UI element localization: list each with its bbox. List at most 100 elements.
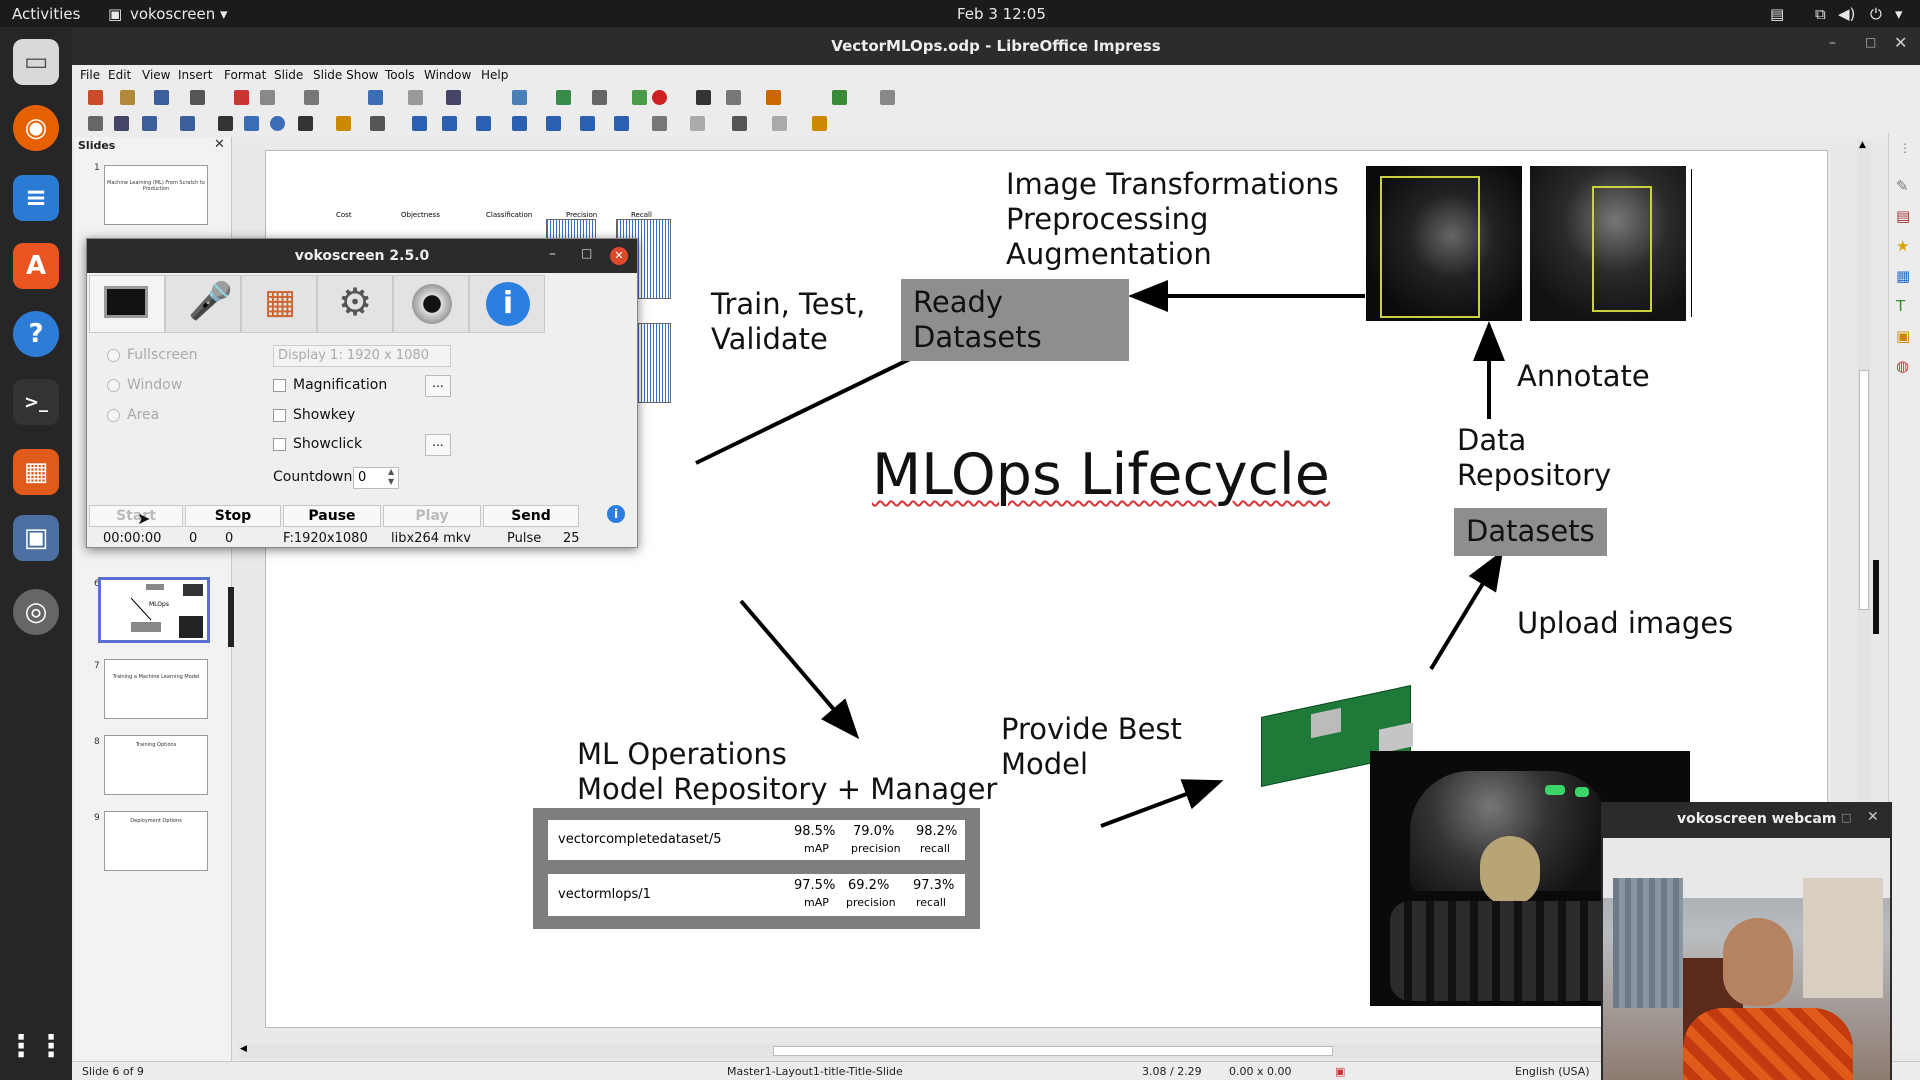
- power-icon[interactable]: ⏻: [1870, 5, 1882, 23]
- slide-thumbnail-9[interactable]: Deployment Options: [104, 811, 208, 871]
- menu-slideshow[interactable]: Slide Show: [313, 68, 379, 82]
- fullscreen-radio[interactable]: [107, 349, 120, 362]
- special-char-icon[interactable]: [726, 90, 741, 105]
- menu-help[interactable]: Help: [481, 68, 509, 82]
- new-icon[interactable]: [88, 90, 103, 105]
- menu-view[interactable]: View: [142, 68, 171, 82]
- select-icon[interactable]: [88, 116, 103, 131]
- text-icon[interactable]: [696, 90, 711, 105]
- menu-tools[interactable]: Tools: [385, 68, 415, 82]
- disc-icon[interactable]: ◎: [13, 589, 59, 635]
- showkey-checkbox[interactable]: [273, 409, 286, 422]
- rectangle-icon[interactable]: [244, 116, 259, 131]
- save-status-icon[interactable]: ▣: [1335, 1065, 1346, 1078]
- apps-grid-icon[interactable]: ⋮⋮: [6, 1028, 66, 1064]
- maximize-icon[interactable]: □: [1865, 35, 1877, 49]
- menu-file[interactable]: File: [80, 68, 101, 82]
- fill-color-icon[interactable]: [142, 116, 157, 131]
- arrow-icon[interactable]: [298, 116, 313, 131]
- files-icon[interactable]: ▭: [13, 39, 59, 85]
- gluepoint-icon[interactable]: [812, 116, 827, 131]
- minimize-icon[interactable]: –: [549, 246, 556, 262]
- scroll-left-icon[interactable]: ◀: [240, 1044, 247, 1054]
- paste-icon[interactable]: [304, 90, 319, 105]
- tab-screen[interactable]: [89, 275, 165, 333]
- menu-insert[interactable]: Insert: [178, 68, 213, 82]
- display-views-icon[interactable]: [880, 90, 895, 105]
- more-options-icon[interactable]: ⋮: [1899, 141, 1911, 155]
- navigator-icon[interactable]: ◍: [1896, 357, 1910, 375]
- master-slides-icon[interactable]: ▦: [1896, 267, 1911, 285]
- network-icon[interactable]: ⧉: [1815, 5, 1826, 23]
- showclick-checkbox[interactable]: [273, 438, 286, 451]
- redo-icon[interactable]: [408, 90, 423, 105]
- terminal-icon[interactable]: >_: [13, 379, 59, 425]
- play-button[interactable]: Play: [383, 505, 481, 527]
- maximize-icon[interactable]: □: [581, 246, 593, 260]
- maximize-icon[interactable]: □: [1841, 811, 1852, 824]
- start-button[interactable]: Start: [89, 505, 183, 527]
- tab-settings[interactable]: ⚙: [317, 275, 393, 333]
- window-radio[interactable]: [107, 379, 120, 392]
- animation-icon[interactable]: ★: [1896, 237, 1910, 255]
- cut-icon[interactable]: [234, 90, 249, 105]
- pause-button[interactable]: Pause: [283, 505, 381, 527]
- undo-icon[interactable]: [368, 90, 383, 105]
- menu-edit[interactable]: Edit: [108, 68, 132, 82]
- display-grid-icon[interactable]: [512, 90, 527, 105]
- shadow-icon[interactable]: [732, 116, 747, 131]
- showclick-options-button[interactable]: ...: [425, 434, 451, 456]
- symbol-shapes-icon[interactable]: [442, 116, 457, 131]
- display-select[interactable]: Display 1: 1920 x 1080: [273, 345, 451, 367]
- properties-icon[interactable]: ✎: [1896, 177, 1909, 195]
- send-button[interactable]: Send: [483, 505, 579, 527]
- stop-button[interactable]: Stop: [185, 505, 281, 527]
- basic-shapes-icon[interactable]: [412, 116, 427, 131]
- impress-icon[interactable]: ▦: [13, 449, 59, 495]
- styles-icon[interactable]: T: [1896, 297, 1906, 315]
- scroll-up-icon[interactable]: ▲: [1859, 140, 1866, 150]
- curve-icon[interactable]: [336, 116, 351, 131]
- find-icon[interactable]: [446, 90, 461, 105]
- menu-format[interactable]: Format: [224, 68, 267, 82]
- help-icon[interactable]: ?: [13, 311, 59, 357]
- screen-icon[interactable]: ▤: [1770, 5, 1785, 23]
- ellipse-icon[interactable]: [270, 116, 285, 131]
- line-color-icon[interactable]: [180, 116, 195, 131]
- sidebar-collapse-handle[interactable]: [1873, 560, 1879, 634]
- close-panel-icon[interactable]: ✕: [214, 137, 225, 152]
- info-icon[interactable]: i: [607, 505, 625, 523]
- chevron-down-icon[interactable]: ▾: [1895, 5, 1903, 23]
- slide-thumbnail-7[interactable]: Training a Machine Learning Model: [104, 659, 208, 719]
- panel-collapse-handle[interactable]: [228, 587, 234, 647]
- tab-info[interactable]: i: [469, 275, 545, 333]
- gallery-icon[interactable]: ▣: [1896, 327, 1911, 345]
- language[interactable]: English (USA): [1515, 1065, 1590, 1078]
- print-icon[interactable]: [190, 90, 205, 105]
- magnification-options-button[interactable]: ...: [425, 375, 451, 397]
- save-icon[interactable]: [154, 90, 169, 105]
- align-icon[interactable]: [690, 116, 705, 131]
- block-arrows-icon[interactable]: [476, 116, 491, 131]
- slide-thumbnail-6[interactable]: MLOps: [98, 577, 210, 643]
- spin-arrows-icon[interactable]: ▲▼: [388, 467, 395, 486]
- open-icon[interactable]: [120, 90, 135, 105]
- close-icon[interactable]: ✕: [1867, 809, 1879, 825]
- tab-video[interactable]: ▦: [241, 275, 317, 333]
- minimize-icon[interactable]: –: [1813, 811, 1820, 826]
- image-icon[interactable]: [556, 90, 571, 105]
- slide-thumbnail-1[interactable]: Machine Learning (ML) From Scratch to Pr…: [104, 165, 208, 225]
- connector-icon[interactable]: [370, 116, 385, 131]
- app-menu[interactable]: vokoscreen ▾: [130, 5, 228, 23]
- line-icon[interactable]: [218, 116, 233, 131]
- tab-audio[interactable]: 🎤: [165, 275, 241, 333]
- close-icon[interactable]: ✕: [610, 247, 628, 265]
- software-icon[interactable]: A: [13, 243, 59, 289]
- minimize-icon[interactable]: –: [1829, 35, 1836, 51]
- magnification-checkbox[interactable]: [273, 379, 286, 392]
- activities-button[interactable]: Activities: [12, 5, 81, 23]
- rotate-icon[interactable]: [652, 116, 667, 131]
- menu-slide[interactable]: Slide: [274, 68, 304, 82]
- fontwork-icon[interactable]: [766, 90, 781, 105]
- record-icon[interactable]: [652, 90, 667, 105]
